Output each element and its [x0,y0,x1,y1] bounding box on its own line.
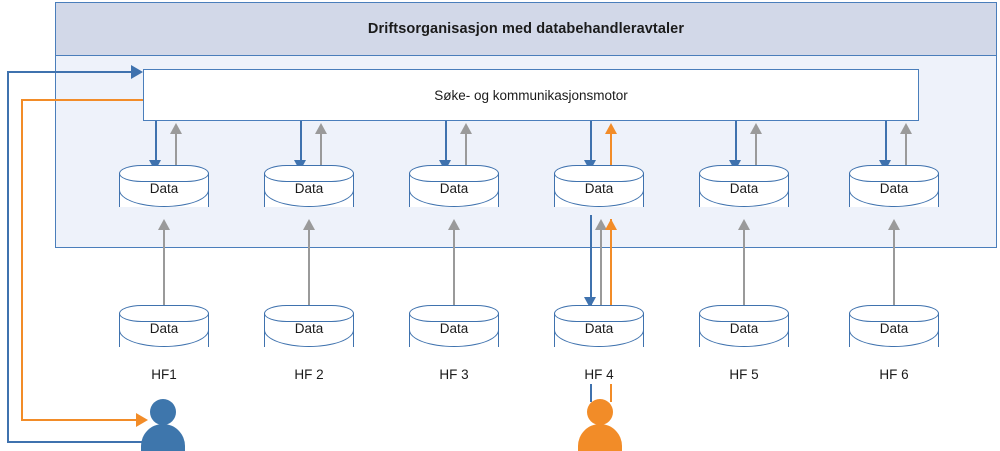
hf-label-2: HF 2 [294,367,324,382]
local-to-central-line-2 [308,230,310,308]
cylinder-top-cap [409,165,499,182]
db-to-engine-line-2 [320,133,322,169]
hf-label-5: HF 5 [729,367,759,382]
external-orange-line-horizontal-bottom [21,419,138,421]
hf4-user-orange-stub [610,384,612,402]
engine-to-db-line-1 [155,121,157,163]
hf-label-4: HF 4 [584,367,614,382]
db-to-engine-arrow-1 [170,123,182,134]
local-to-central-line-6 [893,230,895,308]
external-blue-arrow-into-engine [131,65,143,79]
db-to-engine-line-1 [175,133,177,169]
engine-to-db-line-3 [445,121,447,163]
hf4-user-blue-stub [590,384,592,402]
local-data-node-label-4: Data [584,321,614,336]
central-data-node-label-6: Data [879,181,909,196]
local-data-node-label-6: Data [879,321,909,336]
db-to-engine-arrow-5 [750,123,762,134]
cylinder-top-cap [119,305,209,322]
local-data-node-label-3: Data [439,321,469,336]
local-data-node-6: Data [849,305,939,355]
central-data-node-5: Data [699,165,789,215]
user-torso [578,424,622,451]
local-data-node-4: Data [554,305,644,355]
external-blue-line-vertical [7,71,9,443]
external-blue-line-horizontal-bottom [7,441,159,443]
external-blue-line-horizontal-top [7,71,133,73]
operations-organisation-header: Driftsorganisasjon med databehandleravta… [56,3,996,56]
local-data-node-label-5: Data [729,321,759,336]
central-data-node-label-5: Data [729,181,759,196]
hf-label-1: HF1 [151,367,177,382]
local-orange-line-4 [610,219,612,309]
cylinder-top-cap [699,165,789,182]
central-to-local-arrow-4 [584,297,596,308]
central-data-node-label-4: Data [584,181,614,196]
external-orange-arrow-to-user [136,413,148,427]
cylinder-top-cap [849,305,939,322]
db-to-engine-arrow-3 [460,123,472,134]
local-to-central-arrow-5 [738,219,750,230]
local-to-central-line-3 [453,230,455,308]
db-to-engine-arrow-4 [605,123,617,134]
hf-label-6: HF 6 [879,367,909,382]
db-to-engine-line-5 [755,133,757,169]
central-data-node-label-1: Data [149,181,179,196]
diagram-title: Driftsorganisasjon med databehandleravta… [367,21,685,37]
central-data-node-label-3: Data [439,181,469,196]
user-head [587,399,613,425]
local-to-central-arrow-3 [448,219,460,230]
db-to-engine-line-6 [905,133,907,169]
operations-organisation-container: Driftsorganisasjon med databehandleravta… [55,2,997,248]
engine-label: Søke- og kommunikasjonsmotor [434,87,628,103]
cylinder-top-cap [264,305,354,322]
external-orange-line-vertical [21,99,23,421]
central-data-node-3: Data [409,165,499,215]
local-to-central-arrow-4 [595,219,607,230]
hf-label-3: HF 3 [439,367,469,382]
local-to-central-arrow-6 [888,219,900,230]
cylinder-top-cap [554,165,644,182]
central-data-node-6: Data [849,165,939,215]
local-data-node-label-2: Data [294,321,324,336]
hf4-user-icon [578,399,622,451]
external-user-icon [141,399,185,451]
local-data-node-label-1: Data [149,321,179,336]
user-torso [141,424,185,451]
local-data-node-1: Data [119,305,209,355]
central-data-node-2: Data [264,165,354,215]
local-to-central-arrow-1 [158,219,170,230]
external-orange-line-horizontal-top [21,99,145,101]
db-to-engine-arrow-2 [315,123,327,134]
local-to-central-line-5 [743,230,745,308]
cylinder-top-cap [409,305,499,322]
central-data-node-1: Data [119,165,209,215]
central-to-local-line-4 [590,215,592,305]
db-to-engine-line-3 [465,133,467,169]
db-to-engine-arrow-6 [900,123,912,134]
cylinder-top-cap [554,305,644,322]
local-data-node-3: Data [409,305,499,355]
local-orange-arrow-4 [605,219,617,230]
central-data-node-4: Data [554,165,644,215]
search-communication-engine: Søke- og kommunikasjonsmotor [143,69,919,121]
local-to-central-line-4 [600,230,602,308]
cylinder-top-cap [699,305,789,322]
engine-to-db-line-2 [300,121,302,163]
local-to-central-line-1 [163,230,165,308]
engine-to-db-line-5 [735,121,737,163]
engine-to-db-line-4 [590,121,592,163]
local-data-node-2: Data [264,305,354,355]
user-head [150,399,176,425]
cylinder-top-cap [849,165,939,182]
local-data-node-5: Data [699,305,789,355]
cylinder-top-cap [119,165,209,182]
local-to-central-arrow-2 [303,219,315,230]
engine-to-db-line-6 [885,121,887,163]
central-data-node-label-2: Data [294,181,324,196]
cylinder-top-cap [264,165,354,182]
